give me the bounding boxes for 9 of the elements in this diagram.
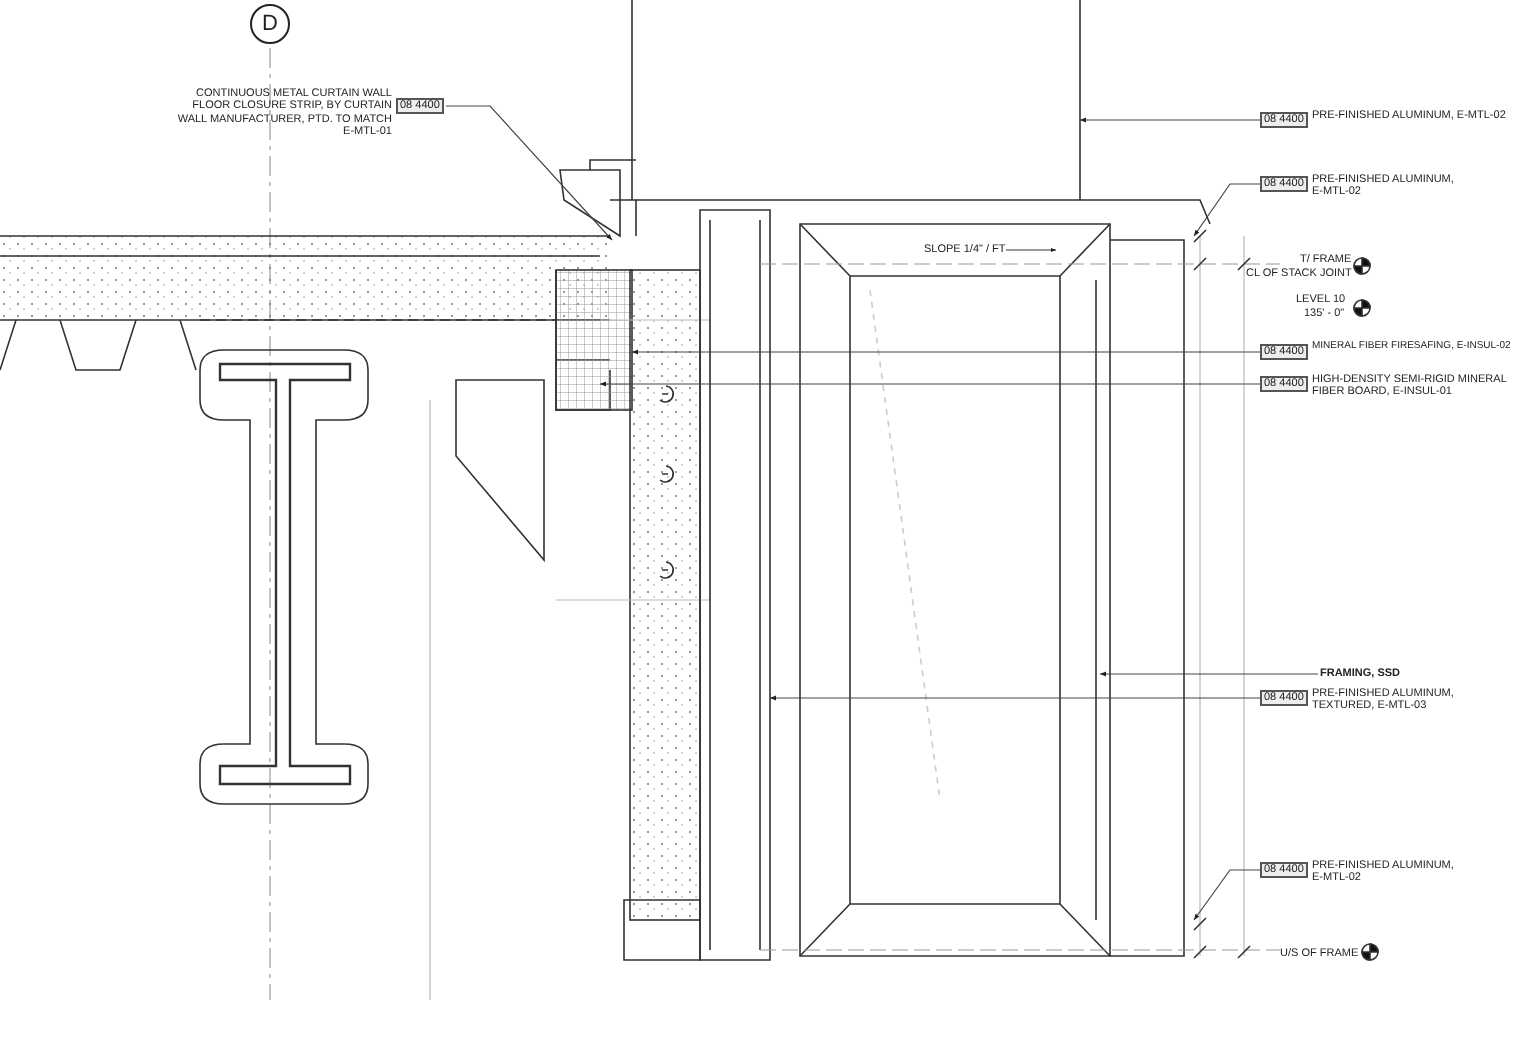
leader-line — [599, 381, 1261, 387]
leader-line — [1079, 117, 1261, 123]
leader-line — [1099, 671, 1319, 677]
leader-line — [769, 695, 1261, 701]
leader-line — [1193, 869, 1261, 921]
grid-bubble: D — [250, 4, 290, 44]
leader-line — [445, 105, 613, 241]
leader-line — [1193, 183, 1261, 237]
leader-line — [631, 349, 1261, 355]
